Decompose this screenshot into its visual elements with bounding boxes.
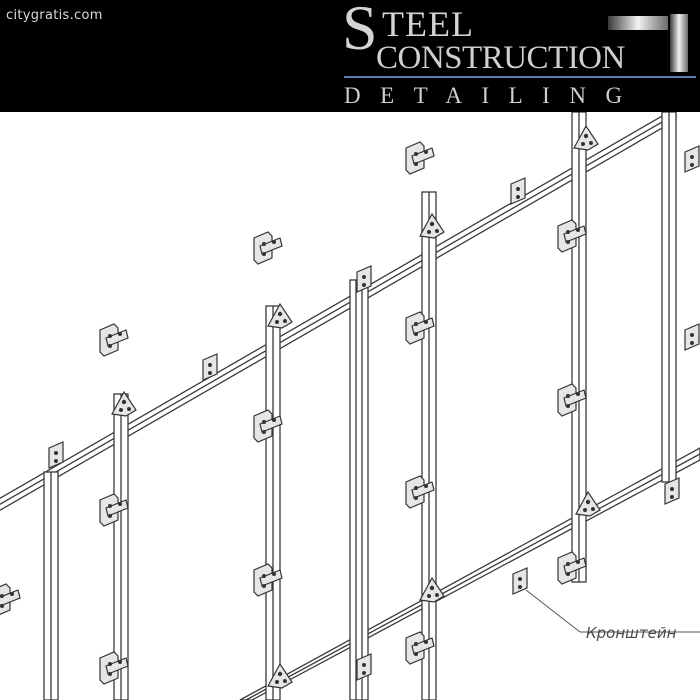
site-watermark: citygratis.com	[6, 8, 103, 23]
header-banner: citygratis.com S TEEL CONSTRUCTION DETAI…	[0, 0, 700, 112]
logo-initial: S	[342, 0, 378, 63]
logo-word-detailing: DETAILING	[344, 83, 642, 108]
company-logo: S TEEL CONSTRUCTION DETAILING	[340, 0, 700, 112]
post	[43, 112, 677, 700]
i-beam-icon	[608, 14, 688, 72]
logo-divider	[344, 76, 696, 78]
logo-word-construction: CONSTRUCTION	[376, 40, 625, 76]
facade-frame-drawing	[0, 112, 700, 700]
bracket-callout-label: Кронштейн	[586, 624, 677, 642]
logo-word-steel: TEEL	[382, 4, 474, 44]
